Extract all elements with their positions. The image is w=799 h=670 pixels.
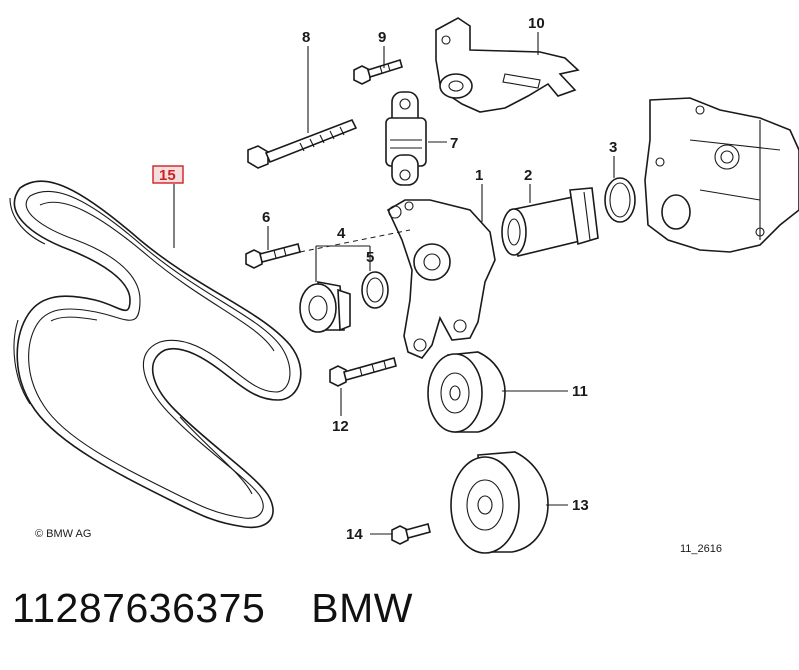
alignment-line bbox=[299, 229, 411, 253]
callout-6[interactable]: 6 bbox=[262, 209, 270, 226]
callout-9[interactable]: 9 bbox=[378, 29, 386, 46]
bracket-10[interactable] bbox=[435, 17, 580, 113]
tensioner-damper-7[interactable] bbox=[385, 91, 427, 186]
part-number: 11287636375 bbox=[12, 585, 266, 631]
bolt-14[interactable] bbox=[391, 523, 431, 545]
callout-15[interactable]: 15 bbox=[159, 167, 176, 184]
callout-13[interactable]: 13 bbox=[572, 497, 589, 514]
o-ring-5[interactable] bbox=[361, 271, 389, 309]
product-caption: 11287636375 BMW bbox=[12, 585, 413, 632]
idler-pulley-11[interactable] bbox=[427, 351, 506, 433]
bushing-2[interactable] bbox=[501, 187, 599, 257]
leader-lines bbox=[173, 32, 615, 535]
bolt-9[interactable] bbox=[353, 58, 403, 85]
callout-12[interactable]: 12 bbox=[332, 418, 349, 435]
drive-belt[interactable] bbox=[9, 180, 302, 529]
pulley-4[interactable] bbox=[299, 281, 351, 333]
callout-1[interactable]: 1 bbox=[475, 167, 483, 184]
callout-8[interactable]: 8 bbox=[302, 29, 310, 46]
copyright-text: © BMW AG bbox=[35, 528, 91, 540]
callout-14[interactable]: 14 bbox=[346, 526, 363, 543]
bolt-6[interactable] bbox=[245, 243, 301, 269]
brand-name: BMW bbox=[311, 585, 413, 631]
callout-labels: 1 2 3 4 5 6 7 8 9 10 11 12 13 14 15 bbox=[152, 15, 617, 543]
bolt-12[interactable] bbox=[329, 357, 397, 387]
callout-11[interactable]: 11 bbox=[572, 383, 588, 400]
diagram-code: 11_2616 bbox=[680, 543, 722, 555]
callout-4[interactable]: 4 bbox=[337, 225, 346, 242]
tensioner-arm-1[interactable] bbox=[386, 199, 496, 359]
callout-10[interactable]: 10 bbox=[528, 15, 545, 32]
callout-3[interactable]: 3 bbox=[609, 139, 617, 156]
callout-7[interactable]: 7 bbox=[450, 135, 458, 152]
o-ring-3[interactable] bbox=[604, 177, 636, 223]
engine-housing bbox=[644, 97, 799, 253]
bolt-8[interactable] bbox=[247, 118, 358, 169]
highlight-box-15 bbox=[152, 165, 184, 184]
callout-5[interactable]: 5 bbox=[366, 249, 374, 266]
callout-2[interactable]: 2 bbox=[524, 167, 532, 184]
pulley-13[interactable] bbox=[450, 451, 549, 554]
